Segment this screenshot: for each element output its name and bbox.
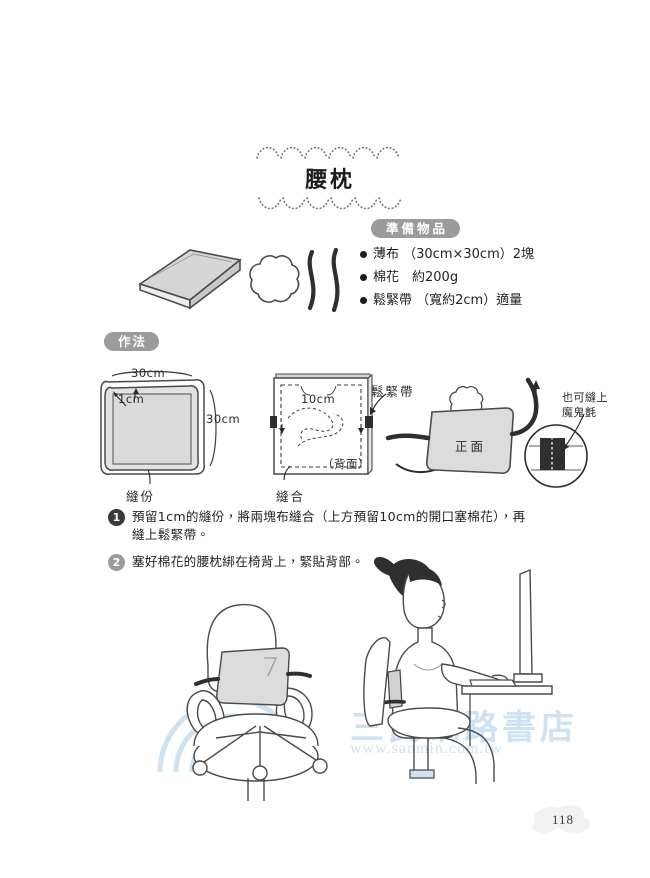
page-number: 118 bbox=[551, 812, 575, 827]
method-badge: 作法 bbox=[104, 332, 159, 351]
diagram1-width-label: 30cm bbox=[131, 366, 166, 380]
materials-illustration bbox=[138, 247, 340, 313]
materials-list: 薄布 （30cm×30cm）2塊 棉花 約200g 鬆緊帶 （寬約2cm）適量 bbox=[360, 246, 600, 315]
page-title: 腰枕 bbox=[304, 168, 355, 193]
diagram1-seam-label: 1cm bbox=[118, 392, 145, 406]
step-text-2: 塞好棉花的腰枕綁在椅背上，緊貼背部。 bbox=[132, 554, 365, 569]
list-item: 薄布 （30cm×30cm）2塊 bbox=[360, 246, 600, 263]
material-text: 鬆緊帶 （寬約2cm）適量 bbox=[373, 293, 523, 308]
diagram3-front-label: 正面 bbox=[455, 439, 487, 454]
diagram2-side-label: （背面） bbox=[322, 457, 370, 471]
diagram2-elastic-leader-arrow bbox=[370, 393, 387, 415]
diagram1-height-label: 30cm bbox=[206, 412, 241, 426]
bullet-icon bbox=[360, 297, 367, 304]
illustration-person-at-desk bbox=[363, 556, 553, 784]
title-scallop-top-decoration bbox=[256, 146, 400, 159]
bullet-icon bbox=[360, 274, 367, 281]
cotton-ball-icon bbox=[249, 255, 300, 303]
bullet-icon bbox=[360, 251, 367, 258]
material-text: 棉花 約200g bbox=[373, 270, 459, 285]
material-text: 薄布 （30cm×30cm）2塊 bbox=[373, 247, 535, 262]
diagram-sewing-back-side bbox=[270, 373, 373, 481]
list-item: 鬆緊帶 （寬約2cm）適量 bbox=[360, 292, 600, 309]
step-number-2: 2 bbox=[108, 554, 125, 571]
diagram3-note-label: 也可縫上魔鬼氈 bbox=[562, 391, 608, 419]
diagram2-opening-label: 10cm bbox=[301, 392, 336, 406]
diagram-fabric-measurements bbox=[100, 370, 217, 485]
materials-badge: 準備物品 bbox=[371, 219, 460, 238]
illustration-office-chair-with-cushion bbox=[186, 603, 319, 801]
list-item: 棉花 約200g bbox=[360, 269, 600, 286]
step-item: 1 預留1cm的縫份，將兩塊布縫合（上方預留10cm的開口塞棉花），再縫上鬆緊帶… bbox=[108, 508, 538, 544]
diagram2-caption: 縫合 bbox=[276, 489, 306, 504]
diagram1-caption: 縫份 bbox=[126, 489, 156, 504]
title-scallop-bottom-decoration bbox=[258, 197, 402, 210]
diagram-finished-cushion bbox=[385, 377, 588, 488]
step-text-1: 預留1cm的縫份，將兩塊布縫合（上方預留10cm的開口塞棉花），再縫上鬆緊帶。 bbox=[132, 509, 526, 542]
elastic-band-icon bbox=[307, 247, 340, 313]
step-number-1: 1 bbox=[108, 509, 125, 526]
folded-fabric-icon bbox=[138, 249, 242, 310]
step-item: 2 塞好棉花的腰枕綁在椅背上，緊貼背部。 bbox=[108, 553, 538, 571]
page-title-block: 腰枕 bbox=[255, 138, 405, 216]
page-number-cloud-decoration bbox=[532, 805, 590, 833]
illustration-chair-base bbox=[192, 725, 328, 781]
diagram2-elastic-label: 鬆緊帶 bbox=[371, 384, 415, 399]
